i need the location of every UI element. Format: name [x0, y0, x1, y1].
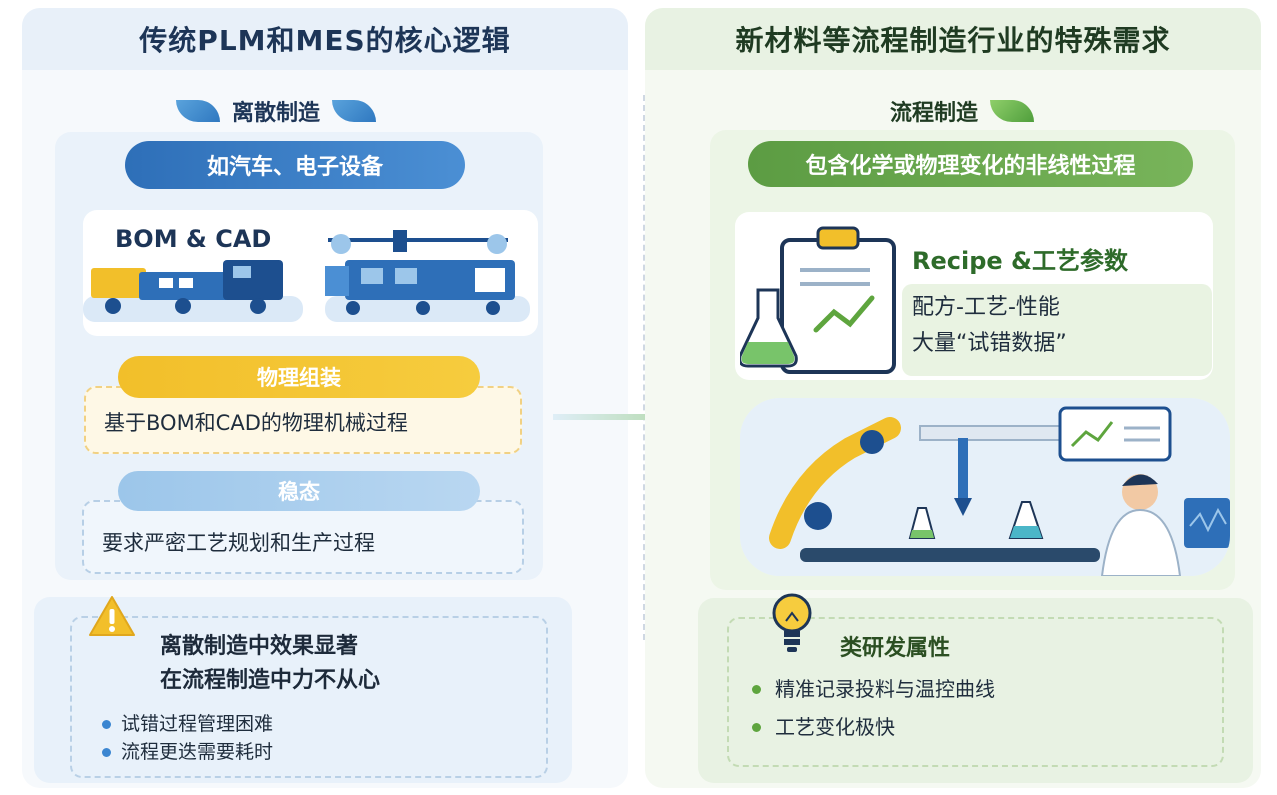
bullet-icon: [752, 722, 761, 732]
research-inner-box: [727, 617, 1224, 767]
right-panel-header: 新材料等流程制造行业的特殊需求: [645, 8, 1261, 70]
warning-icon: [89, 596, 135, 636]
leaf-icon: [176, 100, 220, 122]
research-list: 精准记录投料与温控曲线 工艺变化极快: [752, 670, 995, 746]
bullet-icon: [752, 684, 761, 694]
warning-list: 试错过程管理困难 流程更迭需要耗时: [102, 710, 273, 766]
list-item: 精准记录投料与温控曲线: [752, 670, 995, 708]
bullet-icon: [102, 719, 111, 729]
list-item: 工艺变化极快: [752, 708, 995, 746]
discrete-label-text: 离散制造: [232, 101, 321, 126]
steady-desc: 要求严密工艺规划和生产过程: [102, 531, 375, 555]
list-item-text: 精准记录投料与温控曲线: [775, 677, 995, 701]
leaf-icon: [332, 100, 377, 122]
leaf-icon: [990, 100, 1035, 122]
recipe-title: Recipe &工艺参数: [912, 247, 1128, 275]
left-panel-header: 传统PLM和MES的核心逻辑: [22, 8, 628, 70]
bom-cad-card: [83, 210, 538, 336]
bullet-icon: [102, 747, 111, 757]
center-divider: [643, 95, 645, 640]
steady-desc-box: 要求严密工艺规划和生产过程: [82, 500, 524, 574]
clipboard-flask-icon: [740, 226, 896, 374]
list-item-text: 试错过程管理困难: [121, 713, 274, 735]
list-item: 试错过程管理困难: [102, 710, 273, 738]
assembly-desc: 基于BOM和CAD的物理机械过程: [104, 411, 408, 435]
discrete-section-label: 离散制造: [176, 95, 377, 127]
recipe-line1: 配方-工艺-性能: [912, 295, 1060, 320]
process-pill: 包含化学或物理变化的非线性过程: [748, 141, 1193, 187]
warning-inner-box: [70, 616, 548, 778]
assembly-line-illustration: [83, 230, 530, 322]
warning-title-line1: 离散制造中效果显著: [160, 634, 359, 659]
lab-automation-illustration: [740, 398, 1230, 576]
steady-pill: 稳态: [118, 471, 480, 511]
robot-lab-scene: [740, 398, 1230, 576]
process-label-text: 流程制造: [890, 101, 979, 126]
research-title: 类研发属性: [840, 636, 951, 661]
discrete-example-pill: 如汽车、电子设备: [125, 141, 465, 189]
warning-title: 离散制造中效果显著 在流程制造中力不从心: [160, 630, 380, 698]
list-item: 流程更迭需要耗时: [102, 738, 273, 766]
list-item-text: 工艺变化极快: [775, 715, 895, 739]
list-item-text: 流程更迭需要耗时: [121, 741, 274, 763]
process-section-label: 流程制造: [890, 95, 1035, 127]
assembly-pill: 物理组装: [118, 356, 480, 398]
recipe-desc-box: 配方-工艺-性能 大量“试错数据”: [902, 284, 1212, 376]
lightbulb-icon: [772, 593, 812, 652]
warning-title-line2: 在流程制造中力不从心: [160, 668, 381, 693]
bom-cad-title: BOM & CAD: [115, 225, 272, 253]
recipe-line2: 大量“试错数据”: [912, 331, 1067, 356]
